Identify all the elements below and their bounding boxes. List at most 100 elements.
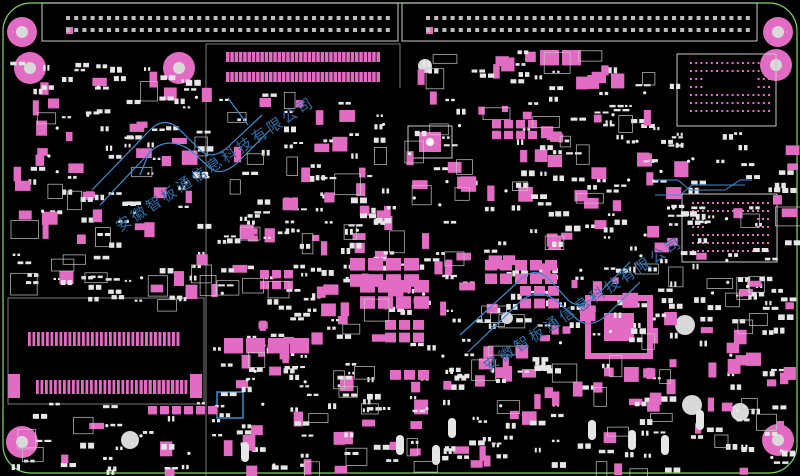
smd-pad-small [464, 455, 469, 459]
silk-outline [404, 140, 424, 164]
smd-pad-small [259, 447, 266, 452]
smd-pad-small [293, 142, 298, 144]
header-pin [238, 16, 243, 20]
smd-pad-small [669, 303, 675, 309]
bga-ball [742, 62, 744, 64]
header-pin [197, 28, 202, 32]
bga-ball [722, 202, 724, 204]
header-pin [614, 16, 619, 20]
bga-ball [757, 94, 760, 96]
silk-outline [512, 181, 528, 191]
silk-outline [239, 226, 261, 241]
silk-outline [498, 314, 526, 329]
smd-pad-small [189, 275, 192, 281]
smd-pad-small [697, 238, 702, 244]
smd-pad-small [484, 249, 490, 253]
header-pin [458, 28, 463, 32]
smd-pad-small [695, 220, 701, 225]
smd-pad-small [168, 444, 175, 450]
smd-pad-small [782, 187, 789, 193]
smd-pad-large [185, 284, 198, 299]
power-pad [413, 320, 424, 330]
header-pin [172, 16, 177, 20]
smd-pad-small [613, 109, 621, 112]
smd-pad-small [469, 440, 476, 446]
smd-pad-small [736, 294, 739, 297]
smd-pad-small [668, 298, 673, 304]
smd-pad-small [299, 385, 304, 388]
header-pin [426, 28, 430, 32]
power-pad [396, 280, 411, 293]
smd-pad-small [234, 238, 241, 244]
smd-pad-small [345, 276, 349, 283]
smd-pad-small [69, 463, 76, 468]
smd-pad-small [621, 219, 628, 225]
smd-pad-small [218, 347, 221, 351]
bga-ball [742, 250, 744, 252]
via [710, 291, 715, 295]
smd-pad-small [167, 268, 174, 274]
smd-pad-small [264, 199, 271, 205]
connector-pad [184, 380, 188, 394]
smd-pad-small [277, 231, 283, 235]
smd-pad-small [641, 401, 647, 407]
oval-through-hole [432, 445, 440, 465]
smd-pad-large [654, 242, 670, 253]
bga-ball [712, 250, 714, 252]
bga-ball [767, 218, 769, 220]
smd-pad-small [495, 307, 501, 314]
smd-pad-small [178, 297, 182, 302]
header-pin [213, 28, 218, 32]
bga-ball [700, 70, 703, 72]
smd-pad-small [24, 459, 29, 463]
top-header-connector-right [401, 2, 758, 42]
smd-pad-small [322, 194, 326, 199]
smd-pad-small [293, 366, 299, 369]
mounting-holes [6, 17, 794, 458]
connector-pad [144, 380, 148, 394]
silk-outline [629, 468, 648, 476]
connector-pad [40, 380, 44, 394]
header-right-pins [426, 16, 750, 32]
bga-ball [717, 210, 719, 212]
smd-pad-small [768, 330, 774, 335]
header-pin [295, 28, 300, 32]
smd-pad-small [221, 268, 227, 273]
silk-outline [286, 156, 298, 176]
soc-outline [585, 295, 653, 359]
smd-pad-small [441, 252, 445, 255]
smd-pad-small [103, 405, 110, 409]
smd-pad-large [546, 233, 558, 247]
silk-outline [342, 323, 361, 335]
header-pin [590, 28, 594, 32]
smd-pad-small [735, 408, 739, 413]
smd-pad-small [349, 228, 353, 235]
via [639, 254, 643, 258]
smd-pad-small [630, 328, 638, 334]
smd-pad-small [294, 289, 301, 292]
smd-pad-small [666, 288, 673, 292]
silk-outline [37, 112, 57, 125]
smd-pad-large [539, 334, 550, 342]
smd-pad-large [282, 349, 289, 364]
smd-pad-large [388, 285, 404, 297]
smd-pad-small [491, 249, 498, 253]
bga-ball [747, 202, 749, 204]
qfn-center-via [426, 138, 434, 146]
smd-pad-small [356, 224, 363, 227]
smd-pad-small [691, 211, 697, 217]
smd-pad-small [746, 175, 752, 179]
bga-ball [757, 242, 759, 244]
smd-pad-small [311, 293, 316, 299]
smd-pad-small [164, 467, 171, 470]
smd-pad-small [172, 467, 178, 470]
smd-pad-small [614, 219, 620, 225]
smd-pad-small [522, 127, 526, 131]
smd-pad-small [212, 434, 217, 437]
smd-pad-small [387, 407, 391, 410]
smd-pad-small [284, 126, 289, 133]
smd-pad-small [324, 221, 328, 224]
smd-pad-large [733, 208, 743, 219]
smd-pad-small [667, 214, 675, 217]
smd-pad-small [433, 167, 441, 171]
